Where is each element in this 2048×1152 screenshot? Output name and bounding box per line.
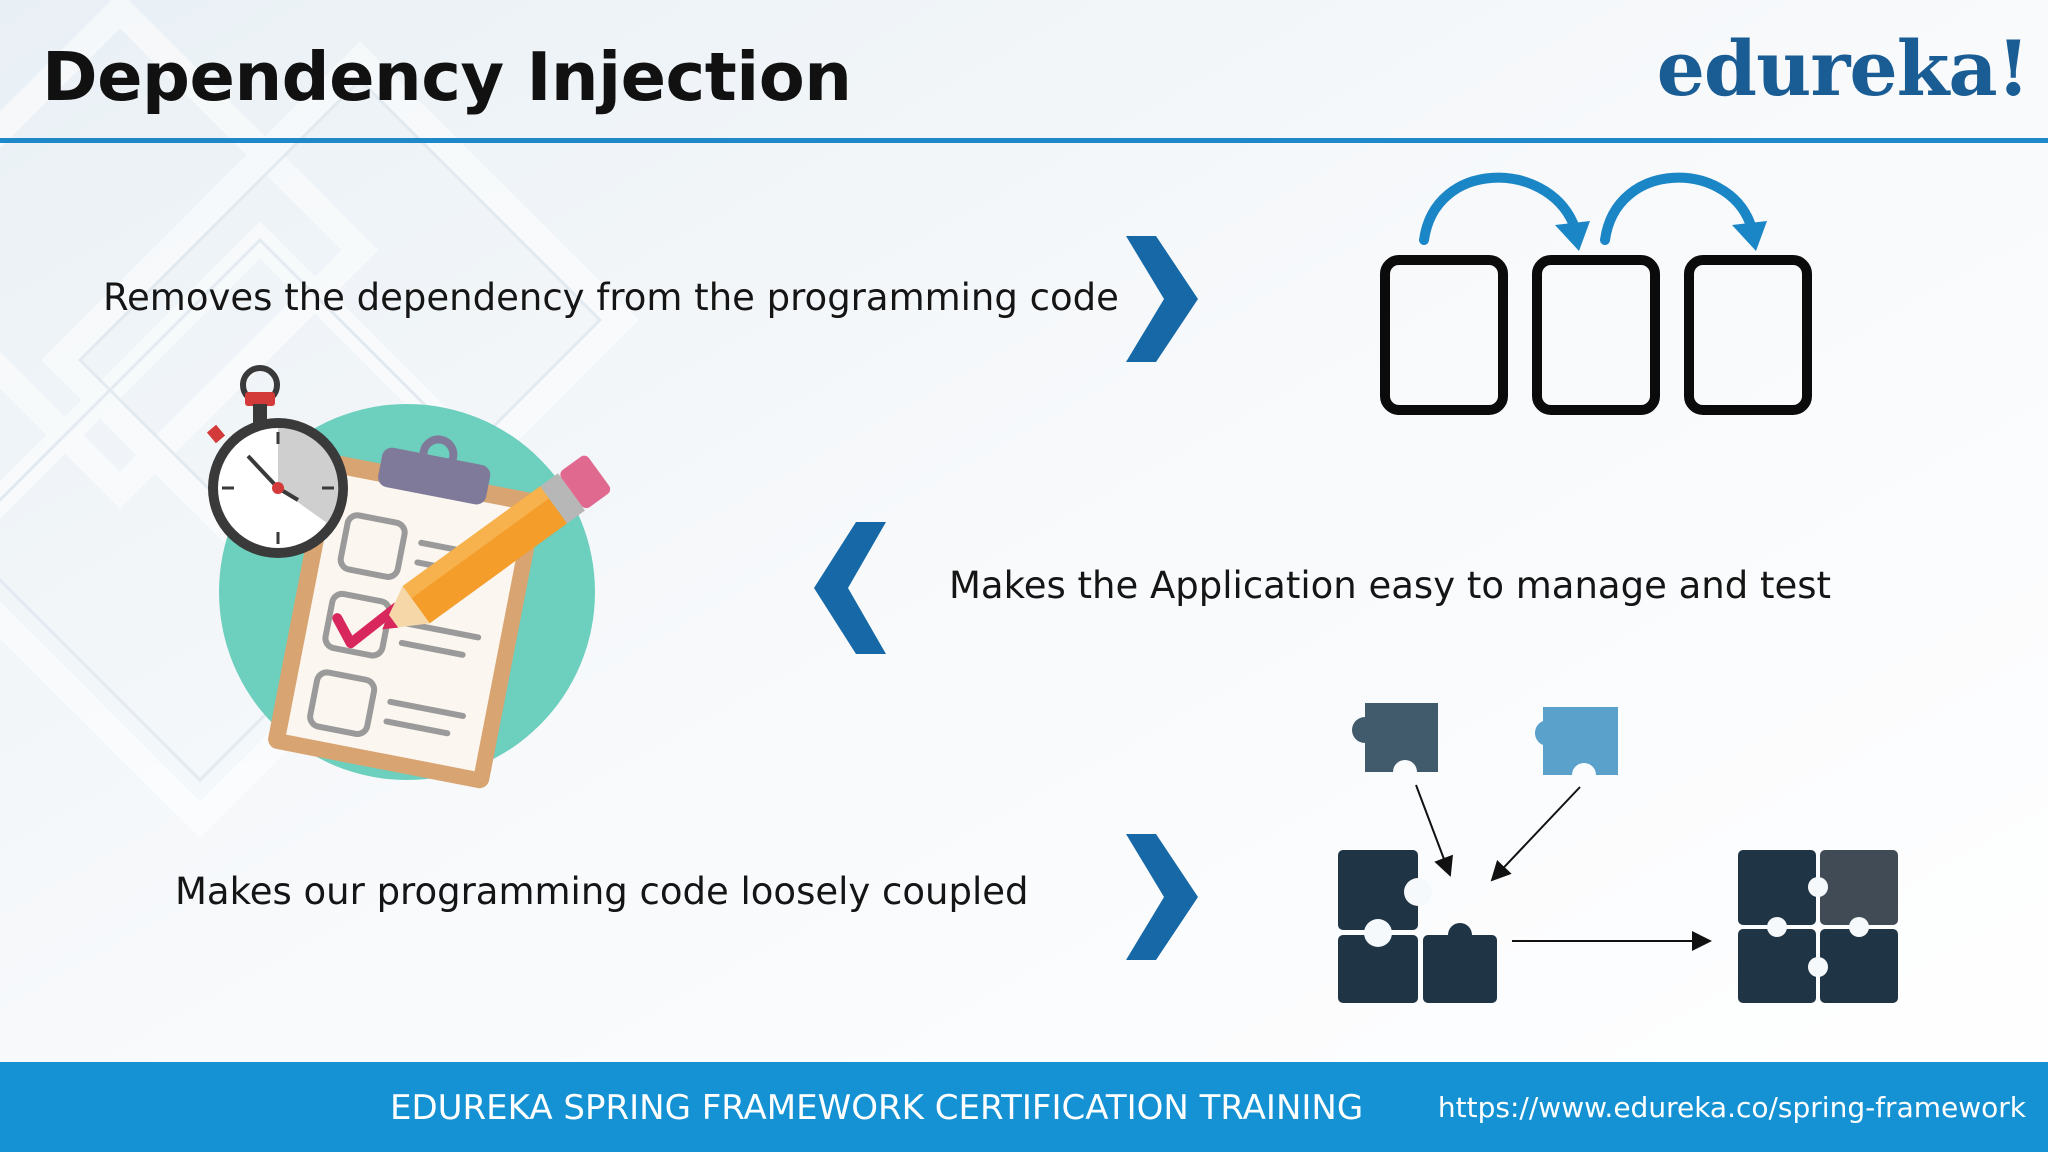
- chevron-right-icon: [1126, 236, 1198, 362]
- point-removes-dependency: Removes the dependency from the programm…: [103, 276, 1119, 319]
- slide-title: Dependency Injection: [42, 38, 852, 116]
- puzzle-pieces-assembly-icon: [1338, 703, 1898, 1003]
- chevron-right-icon: [1126, 834, 1198, 960]
- footer-bar: EDUREKA SPRING FRAMEWORK CERTIFICATION T…: [0, 1062, 2048, 1152]
- point-easy-to-manage: Makes the Application easy to manage and…: [949, 564, 1832, 607]
- footer-course-title: EDUREKA SPRING FRAMEWORK CERTIFICATION T…: [390, 1088, 1364, 1128]
- title-divider: [0, 138, 2048, 143]
- chevron-left-icon: [814, 522, 886, 654]
- point-loosely-coupled: Makes our programming code loosely coupl…: [175, 870, 1029, 913]
- clipboard-checklist-stopwatch-illustration: [206, 365, 611, 789]
- footer-url: https://www.edureka.co/spring-framework: [1437, 1091, 2026, 1124]
- edureka-logo: edureka!: [1656, 24, 2030, 113]
- three-boxes-with-arrows-icon: [1380, 172, 1812, 415]
